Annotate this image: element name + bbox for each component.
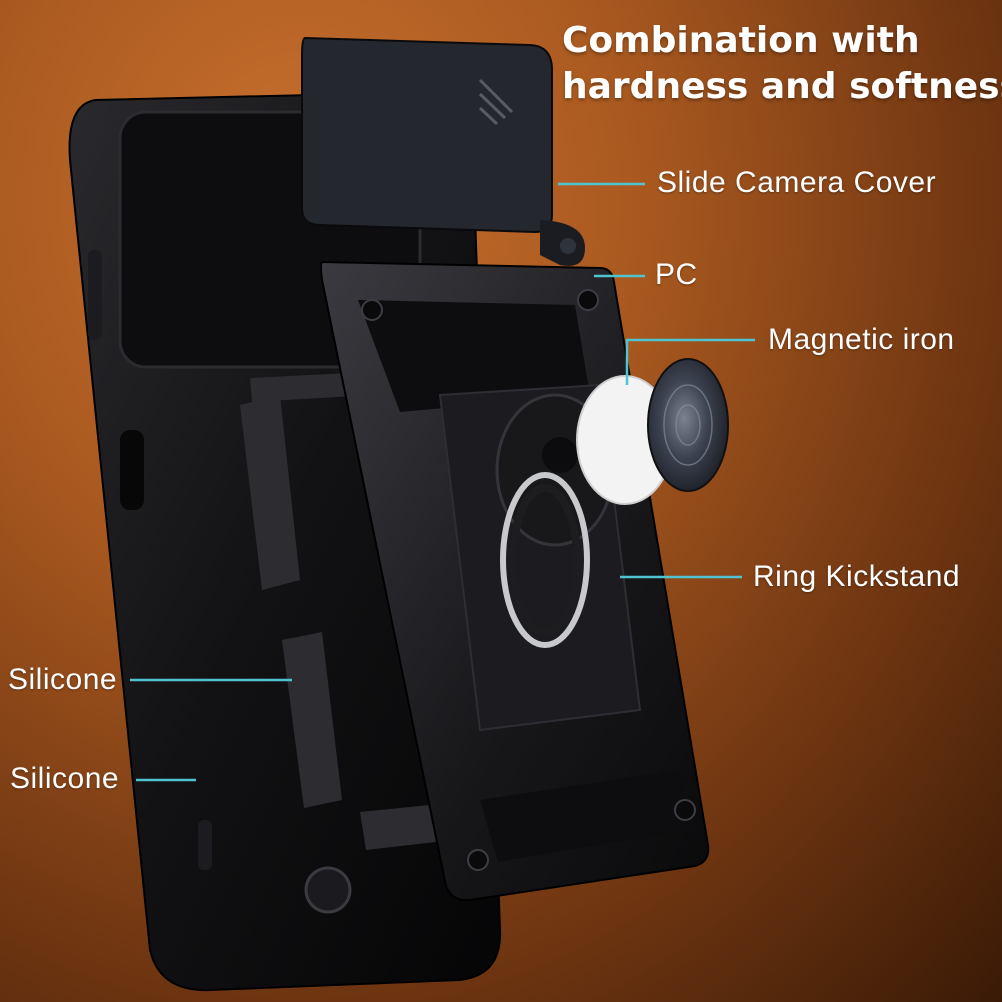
- magnetic-iron-plate: [576, 358, 729, 505]
- label-slide-camera-cover: Slide Camera Cover: [657, 166, 937, 199]
- headline-line-2: hardness and softness: [562, 66, 1002, 107]
- headline-line-1: Combination with: [562, 20, 920, 61]
- headline: Combination with hardness and softness: [562, 18, 1002, 110]
- label-silicone-2: Silicone: [10, 762, 120, 795]
- callout-leader-lines: [130, 182, 755, 782]
- label-pc: PC: [655, 258, 698, 291]
- slide-camera-cover: [301, 36, 585, 266]
- label-magnetic-iron: Magnetic iron: [768, 323, 955, 356]
- label-silicone-1: Silicone: [8, 663, 118, 696]
- label-ring-kickstand: Ring Kickstand: [753, 560, 961, 593]
